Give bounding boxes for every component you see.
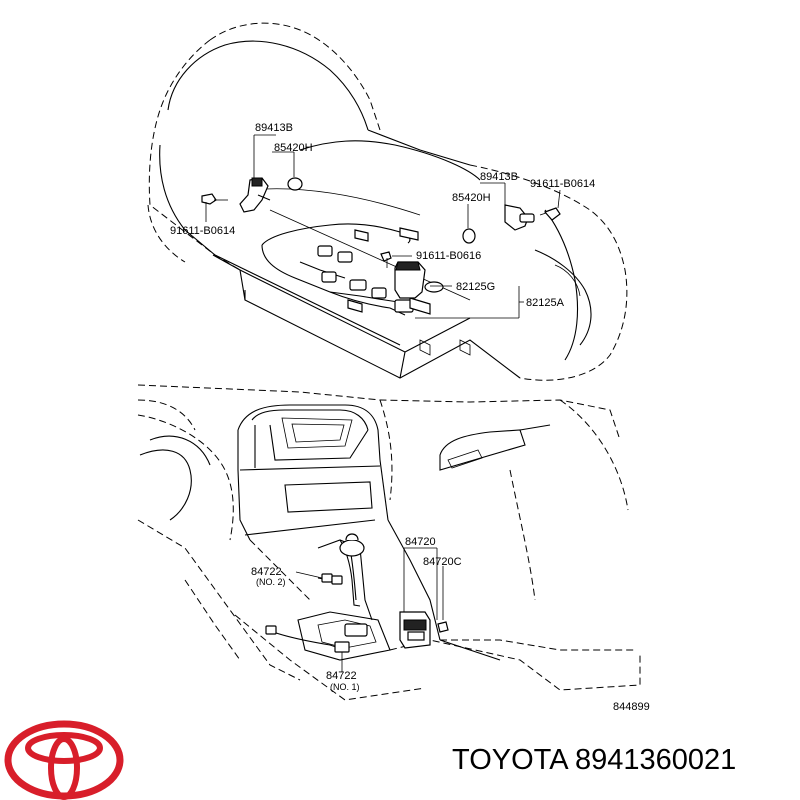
callout-89413b-upper: 89413B [255,122,293,134]
callout-91611-b0616: 91611-B0616 [416,250,481,262]
interior-dashboard [137,384,629,681]
figure-number: 844899 [613,701,650,713]
transmission-assembly [147,22,628,381]
callout-91611-b0614-right: 91611-B0614 [530,178,595,190]
brand-name: TOYOTA [452,744,567,776]
speed-sensor-upper [201,177,303,213]
callout-85420h-upper: 85420H [274,142,313,154]
callout-82125a: 82125A [526,297,565,309]
connector-assembly [380,251,444,299]
callout-85420h-right: 85420H [452,192,491,204]
pattern-switch [399,611,449,649]
callout-82125g: 82125G [456,281,495,293]
callout-84722-no1-note: (NO. 1) [330,682,360,692]
part-caption: TOYOTA 8941360021 [452,744,792,784]
part-number: 8941360021 [575,744,737,776]
callout-84720c: 84720C [423,556,462,568]
callout-84722-no1: 84722 [326,670,357,682]
upper-leader-lines [205,134,561,319]
callout-84722-no2-note: (NO. 2) [256,577,286,587]
lower-leader-lines [295,547,444,672]
callout-89413b-right: 89413B [480,171,518,183]
callout-84722-no2: 84722 [251,566,282,578]
speed-sensor-lower [462,204,561,244]
center-console [234,519,641,701]
transmission-wire-harness [261,223,431,316]
callout-91611-b0614-left: 91611-B0614 [170,225,235,237]
callout-84720: 84720 [405,536,436,548]
toyota-logo-icon [4,720,124,800]
